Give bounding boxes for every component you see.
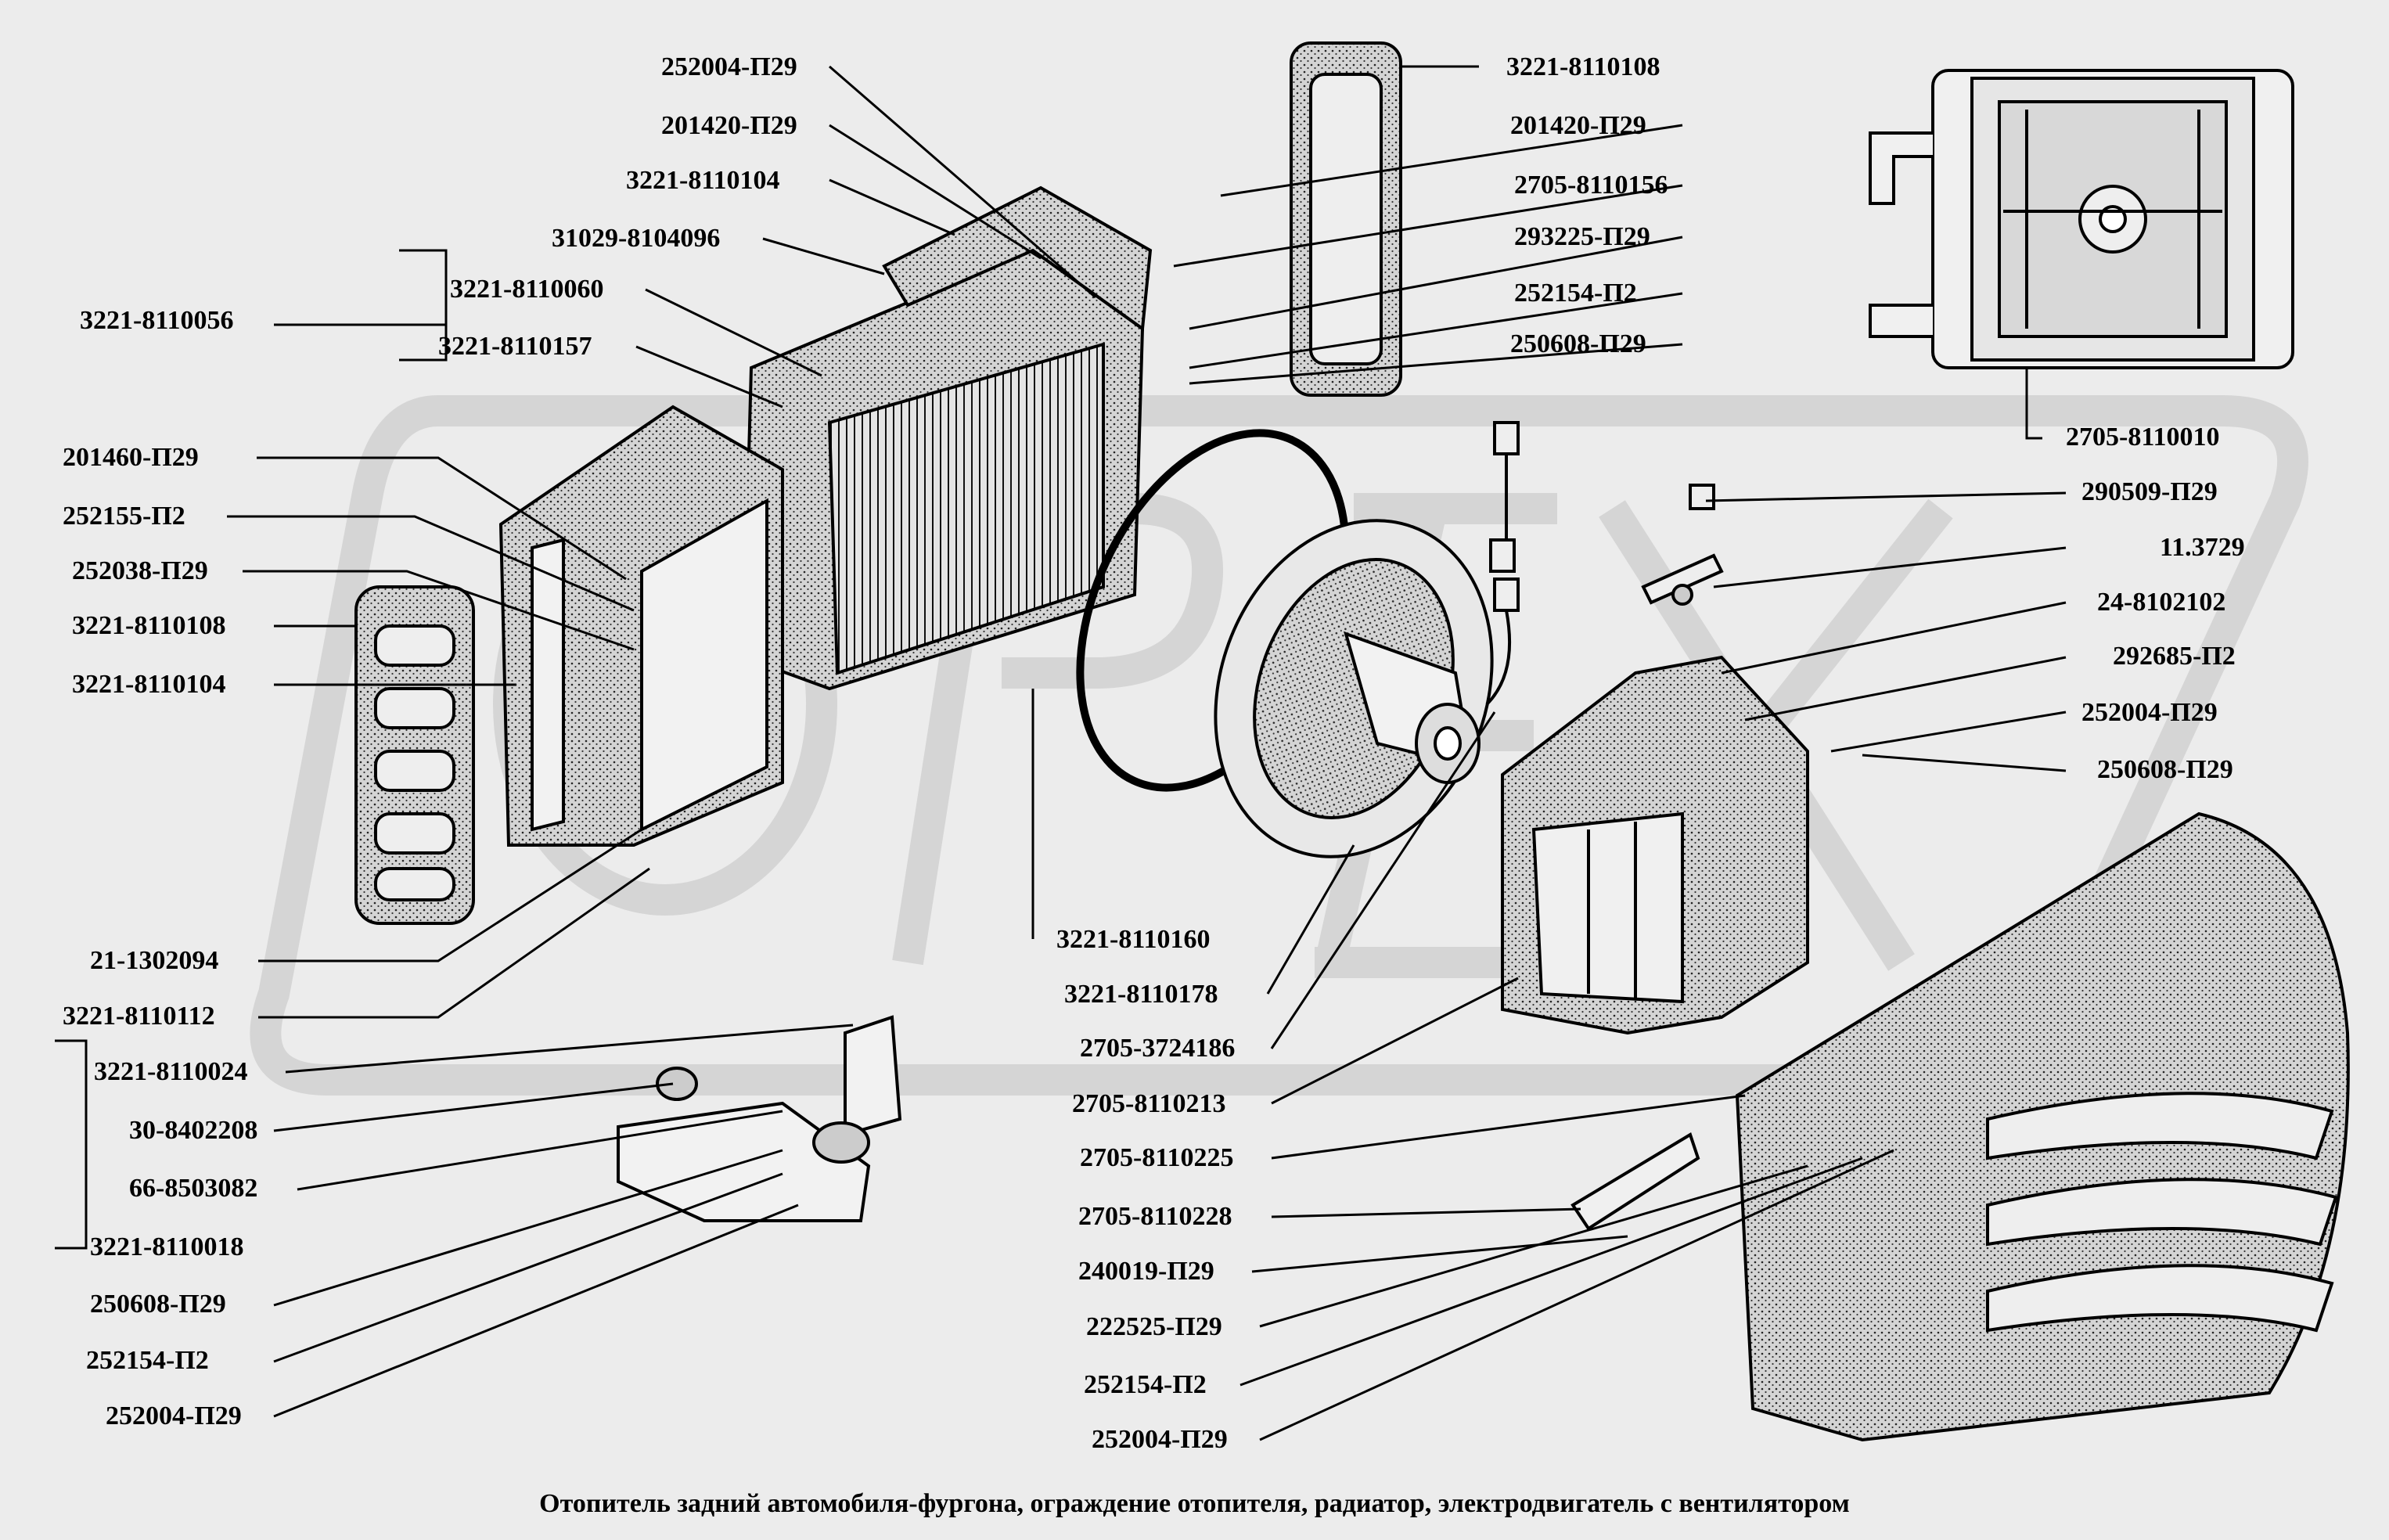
part-label: 201420-П29 — [661, 111, 797, 140]
part-label: 252004-П29 — [106, 1401, 242, 1430]
grille-left — [354, 585, 475, 925]
part-label: 250608-П29 — [2097, 755, 2233, 784]
part-label: 222525-П29 — [1086, 1312, 1222, 1341]
part-label: 240019-П29 — [1078, 1257, 1214, 1286]
part-label: 3221-8110178 — [1064, 980, 1218, 1009]
rear-heater-assembly — [1869, 69, 2294, 369]
part-label: 250608-П29 — [90, 1290, 226, 1319]
part-label: 250608-П29 — [1510, 329, 1646, 358]
electric-connector — [1485, 421, 1520, 706]
part-label: 11.3729 — [2160, 533, 2245, 562]
part-label: 3221-8110104 — [626, 166, 780, 195]
leader-lines — [55, 65, 2067, 1441]
part-label: 293225-П29 — [1514, 222, 1650, 251]
grille-top — [1290, 41, 1402, 397]
small-bracket — [1570, 1132, 1700, 1231]
radiator — [736, 185, 1153, 692]
part-label: 3221-8110157 — [438, 332, 592, 361]
part-label: 201420-П29 — [1510, 111, 1646, 140]
mounting-bracket — [617, 1015, 902, 1222]
heater-casing-left — [498, 405, 784, 847]
diagram-caption: Отопитель задний автомобиля-фургона, огр… — [539, 1489, 1850, 1518]
part-label: 3221-8110108 — [1506, 52, 1660, 81]
part-label: 2705-8110156 — [1514, 171, 1668, 200]
part-label: 252038-П29 — [72, 556, 208, 585]
fan-motor — [1214, 519, 1494, 858]
part-label: 3221-8110024 — [94, 1057, 248, 1086]
part-label: 24-8102102 — [2097, 588, 2226, 617]
part-label: 2705-8110010 — [2066, 423, 2220, 452]
part-label: 252004-П29 — [2081, 698, 2218, 727]
part-label: 252154-П2 — [86, 1346, 209, 1375]
resistor — [1641, 484, 1724, 606]
part-label: 252004-П29 — [1092, 1425, 1228, 1454]
part-label: 3221-8110160 — [1056, 925, 1211, 954]
part-label: 21-1302094 — [90, 946, 219, 975]
part-label: 2705-8110225 — [1080, 1143, 1234, 1172]
part-label: 3221-8110108 — [72, 611, 226, 640]
part-label: 2705-3724186 — [1080, 1034, 1236, 1063]
part-label: 2705-8110228 — [1078, 1202, 1232, 1231]
part-label: 3221-8110112 — [63, 1002, 215, 1031]
part-label: 30-8402208 — [129, 1116, 258, 1145]
part-label: 3221-8110104 — [72, 670, 226, 699]
part-label: 31029-8104096 — [552, 224, 721, 253]
heater-guard — [1735, 811, 2350, 1442]
part-label: 252004-П29 — [661, 52, 797, 81]
fan-housing — [1501, 655, 1809, 1035]
part-label: 3221-8110056 — [80, 306, 234, 335]
part-label: 2705-8110213 — [1072, 1089, 1226, 1118]
part-label: 252154-П2 — [1084, 1370, 1207, 1399]
part-label: 3221-8110060 — [450, 275, 604, 304]
part-label: 292685-П2 — [2113, 642, 2236, 671]
part-label: 66-8503082 — [129, 1174, 258, 1203]
part-label: 201460-П29 — [63, 443, 199, 472]
part-label: 252155-П2 — [63, 502, 185, 531]
part-label: 252154-П2 — [1514, 279, 1637, 308]
part-label: 3221-8110018 — [90, 1232, 244, 1261]
part-label: 290509-П29 — [2081, 477, 2218, 506]
